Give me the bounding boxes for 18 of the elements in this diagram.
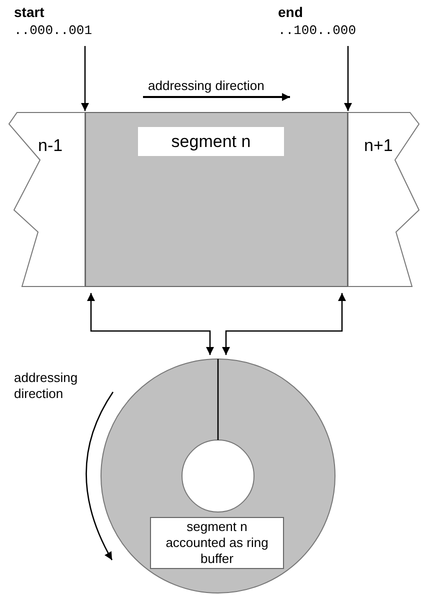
neighbour-segment bbox=[348, 112, 420, 287]
address-value: ..100..000 bbox=[278, 23, 356, 38]
direction-label: addressing direction bbox=[14, 370, 79, 402]
segment-label: n+1 bbox=[364, 136, 393, 156]
arrow bbox=[344, 46, 352, 111]
ring-buffer-drawing bbox=[100, 358, 336, 594]
direction-label: addressing direction bbox=[148, 78, 264, 93]
arrow bbox=[222, 293, 346, 355]
address-value: ..000..001 bbox=[14, 23, 92, 38]
address-heading: end bbox=[278, 4, 303, 20]
arrow bbox=[87, 293, 214, 355]
ring-buffer-label: segment n accounted as ring buffer bbox=[150, 517, 284, 569]
memory-segment bbox=[85, 112, 348, 287]
neighbour-segment bbox=[8, 112, 85, 287]
segment-label: n-1 bbox=[38, 136, 63, 156]
segment-label: segment n bbox=[138, 127, 284, 156]
address-heading: start bbox=[14, 4, 44, 20]
arrow bbox=[81, 46, 89, 111]
